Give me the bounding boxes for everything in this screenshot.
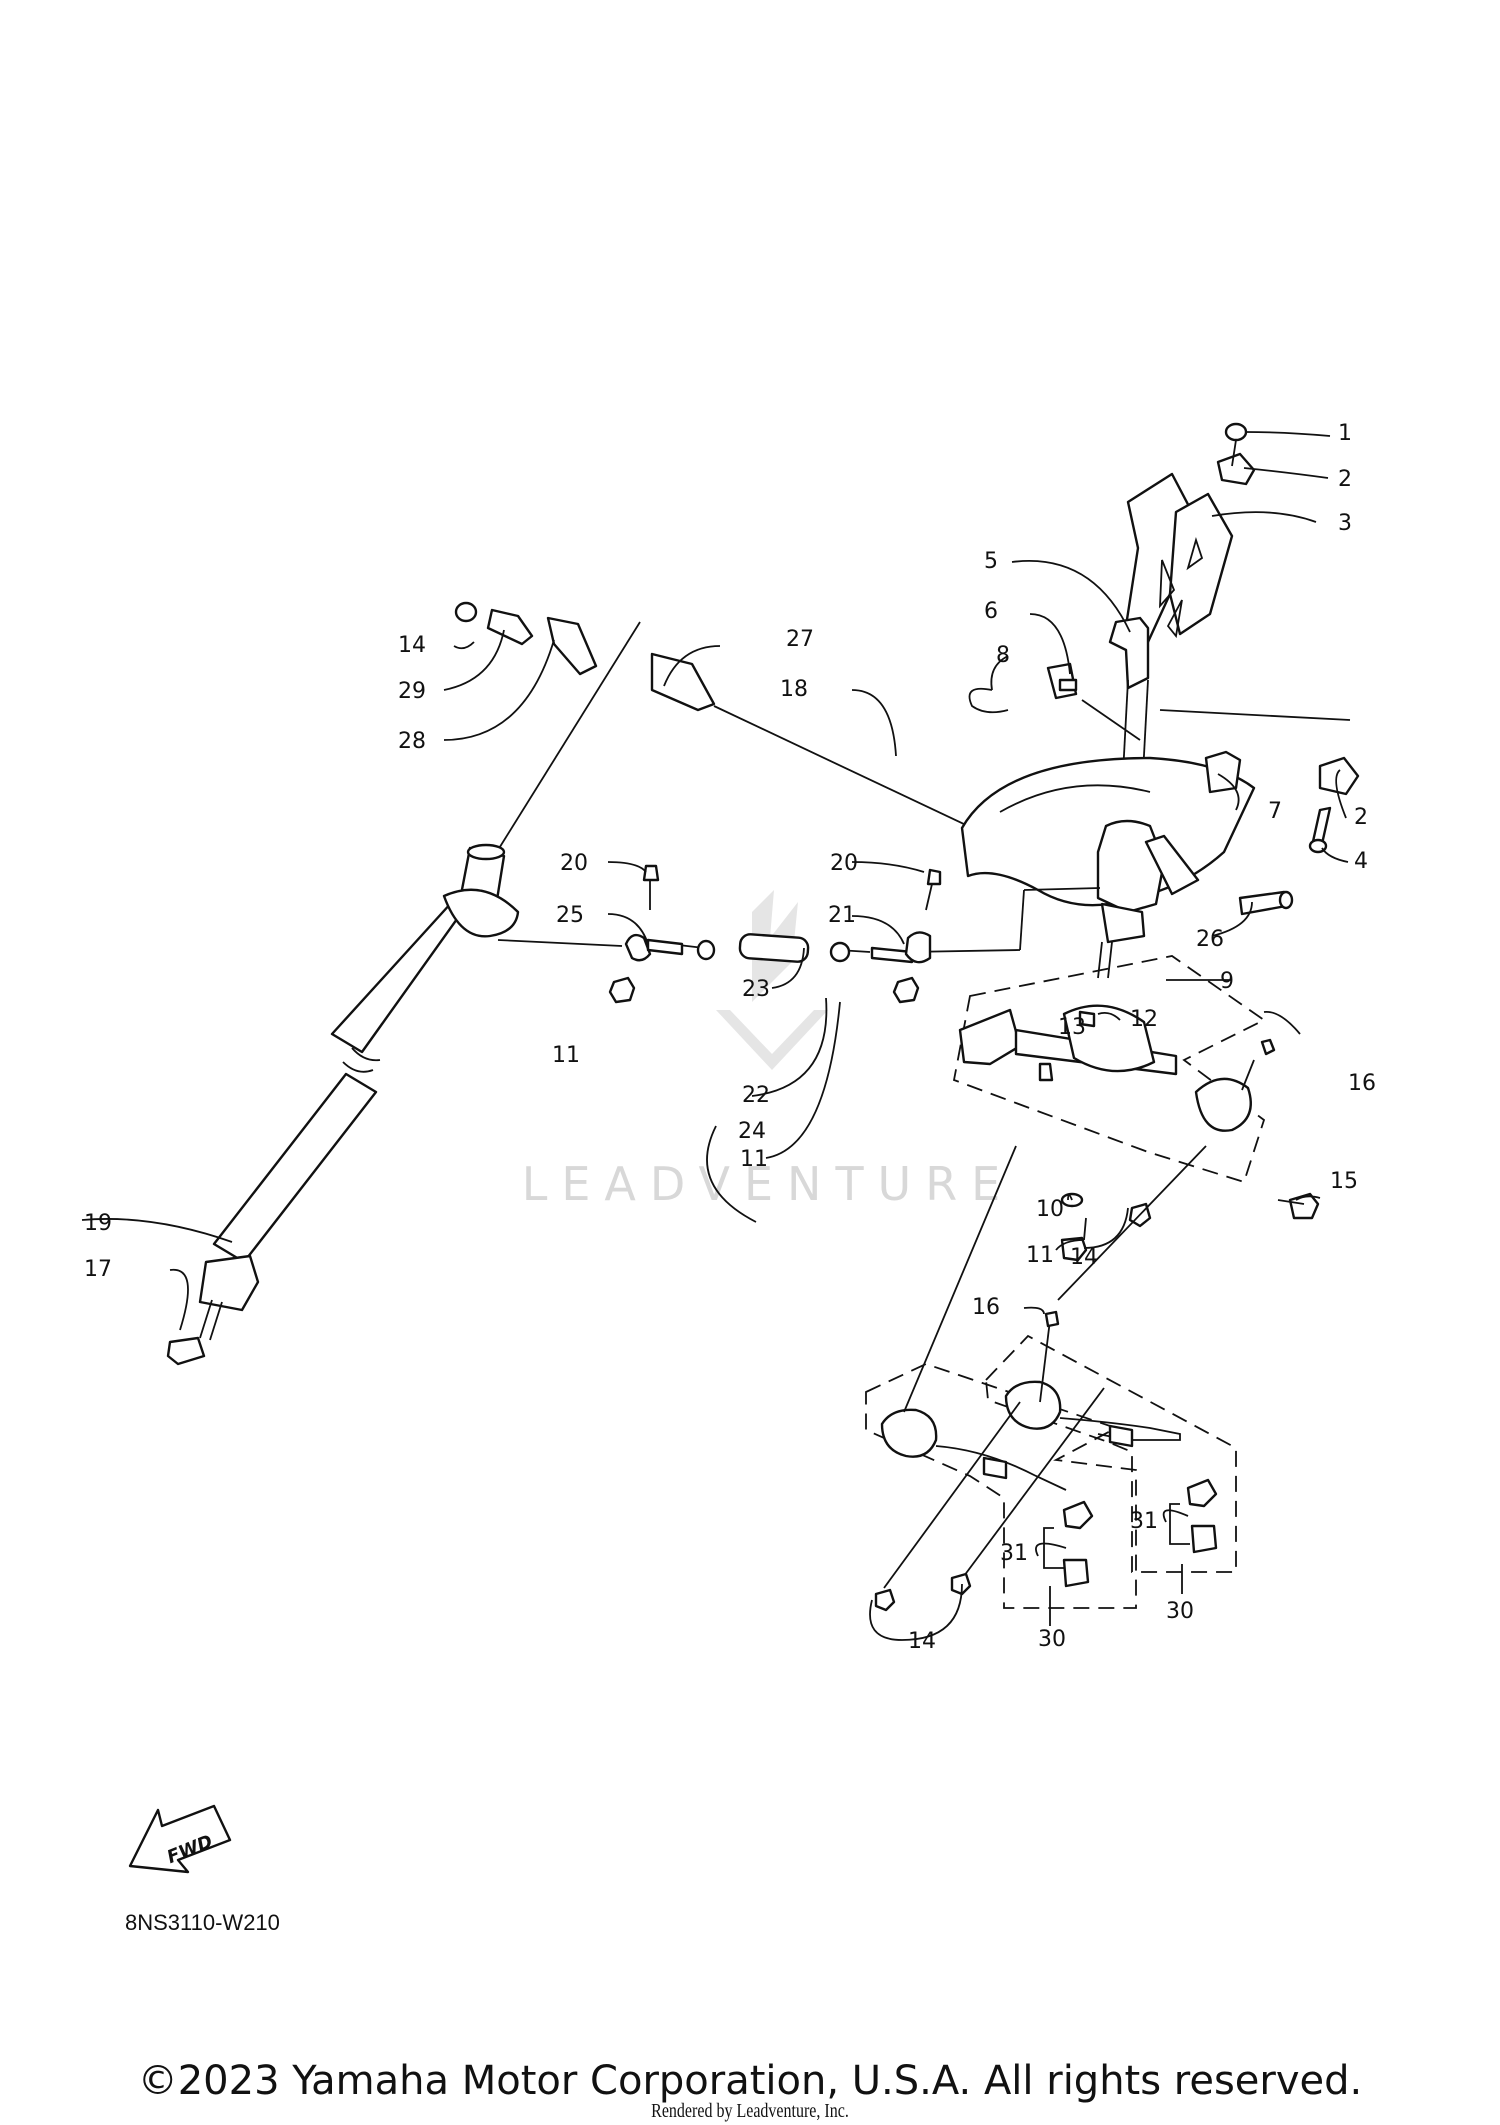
callout-label: 31 [1130, 1509, 1158, 1534]
callout-label: 30 [1038, 1627, 1066, 1652]
callout-label: 24 [738, 1119, 766, 1144]
callout-label: 2 [1338, 467, 1352, 492]
watermark-text: LEADVENTURE [522, 1157, 1015, 1211]
callout-label: 16 [972, 1295, 1000, 1320]
callout-label: 11 [740, 1147, 768, 1172]
callout-labels: 1 2 3 5 6 8 27 14 29 28 18 7 2 4 20 20 2… [84, 421, 1376, 1654]
callout-label: 14 [1070, 1245, 1098, 1270]
lower-joint [166, 1254, 260, 1366]
fwd-arrow-icon: FWD [128, 1804, 232, 1874]
callout-label: 10 [1036, 1197, 1064, 1222]
diagram-code: 8NS3110-W210 [125, 1910, 280, 1935]
callout-label: 26 [1196, 927, 1224, 952]
callout-label: 19 [84, 1211, 112, 1236]
copyright-notice: ©2023 Yamaha Motor Corporation, U.S.A. A… [137, 2058, 1363, 2104]
callout-label: 15 [1330, 1169, 1358, 1194]
upper-joint-parts [454, 601, 1041, 861]
column-cover [960, 756, 1256, 979]
callout-label: 6 [984, 599, 998, 624]
callout-label: 12 [1130, 1007, 1158, 1032]
leader-lines [81, 431, 1349, 1641]
callout-label: 9 [1220, 969, 1234, 994]
callout-label: 18 [780, 677, 808, 702]
callout-label: 25 [556, 903, 584, 928]
callout-label: 31 [1000, 1541, 1028, 1566]
callout-label: 28 [398, 729, 426, 754]
callout-label: 20 [560, 851, 588, 876]
callout-label: 20 [830, 851, 858, 876]
rendered-by-note: Rendered by Leadventure, Inc. [651, 2100, 849, 2122]
callout-label: 21 [828, 903, 856, 928]
switch-assemblies [865, 1145, 1237, 1612]
linkage-rod [497, 864, 1101, 1004]
callout-label: 8 [996, 643, 1010, 668]
callout-label: 11 [552, 1043, 580, 1068]
handlebar-riser [1108, 422, 1351, 831]
callout-label: 22 [742, 1083, 770, 1108]
callout-label: 14 [398, 633, 426, 658]
callout-label: 16 [1348, 1071, 1376, 1096]
clip-parts [968, 662, 1360, 916]
leadventure-watermark: LEADVENTURE [522, 890, 1015, 1211]
callout-label: 30 [1166, 1599, 1194, 1624]
callout-label: 23 [742, 977, 770, 1002]
callout-label: 3 [1338, 511, 1352, 536]
callout-label: 4 [1354, 849, 1368, 874]
callout-label: 27 [786, 627, 814, 652]
callout-label: 14 [908, 1629, 936, 1654]
callout-label: 13 [1058, 1015, 1086, 1040]
callout-label: 11 [1026, 1243, 1054, 1268]
callout-label: 7 [1268, 799, 1282, 824]
callout-label: 1 [1338, 421, 1352, 446]
callout-label: 5 [984, 549, 998, 574]
callout-label: 17 [84, 1257, 112, 1282]
lever-assembly [952, 955, 1320, 1262]
callout-label: 29 [398, 679, 426, 704]
steering-shaft [212, 621, 641, 1264]
callout-label: 2 [1354, 805, 1368, 830]
